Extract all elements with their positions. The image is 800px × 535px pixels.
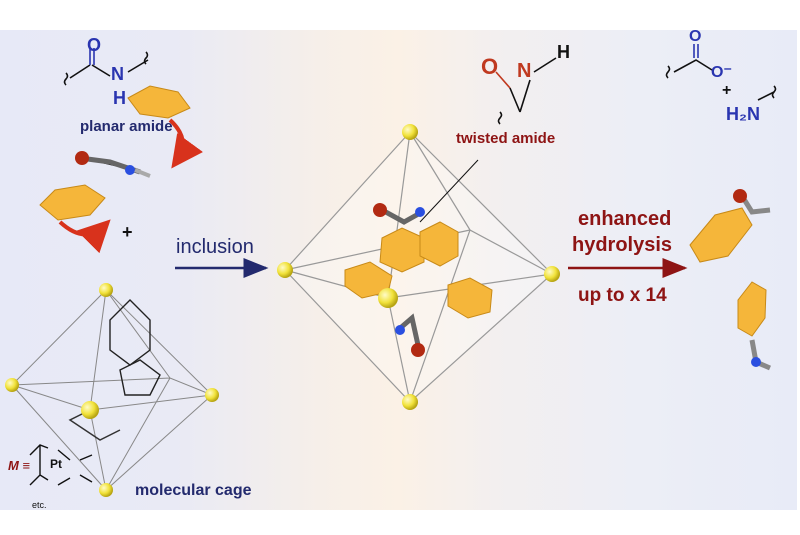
atom-o-carboxylate: O <box>689 28 702 45</box>
bond <box>69 64 91 79</box>
atom-o-minus: O⁻ <box>711 64 732 81</box>
atom-o: O <box>87 35 102 55</box>
hydrolyzed-fragments-model <box>689 189 771 371</box>
metal-definition-label: M ≡ <box>8 458 31 473</box>
rotation-arrow-icon <box>58 219 111 254</box>
amide-guest-model <box>39 85 204 254</box>
atom-o-twisted: O <box>481 54 499 79</box>
planar-amide-label: planar amide <box>80 118 173 135</box>
atom-n-twisted: N <box>517 60 532 82</box>
atom-h-twisted: H <box>557 42 570 62</box>
twisted-amide-label: twisted amide <box>456 130 556 147</box>
etc-label: etc. <box>32 500 47 510</box>
rate-enhancement-label: up to x 14 <box>578 285 667 306</box>
wavy-bond-icon <box>63 72 69 86</box>
twisted-amide-structure <box>495 57 557 125</box>
atom-n: N <box>111 64 124 84</box>
nitrogen-atom <box>125 165 135 175</box>
host-guest-complex-model <box>277 124 560 410</box>
molecular-cage-model <box>5 283 219 497</box>
amine-label: H₂N <box>726 104 760 124</box>
platinum-label: Pt <box>50 457 62 471</box>
oxygen-atom <box>75 151 89 165</box>
atom-h: H <box>113 88 126 108</box>
enhanced-label: enhanced <box>578 208 672 230</box>
molecular-cage-label: molecular cage <box>135 482 252 499</box>
hydrolysis-label: hydrolysis <box>572 234 673 256</box>
inclusion-label: inclusion <box>176 236 254 258</box>
hydrolysis-products <box>665 44 777 101</box>
rotation-arrow-icon <box>168 118 204 169</box>
plus-sign: + <box>122 222 133 242</box>
planar-amide-structure <box>63 48 149 86</box>
pointer-line <box>419 159 479 223</box>
plus-sign-products: + <box>722 82 732 99</box>
